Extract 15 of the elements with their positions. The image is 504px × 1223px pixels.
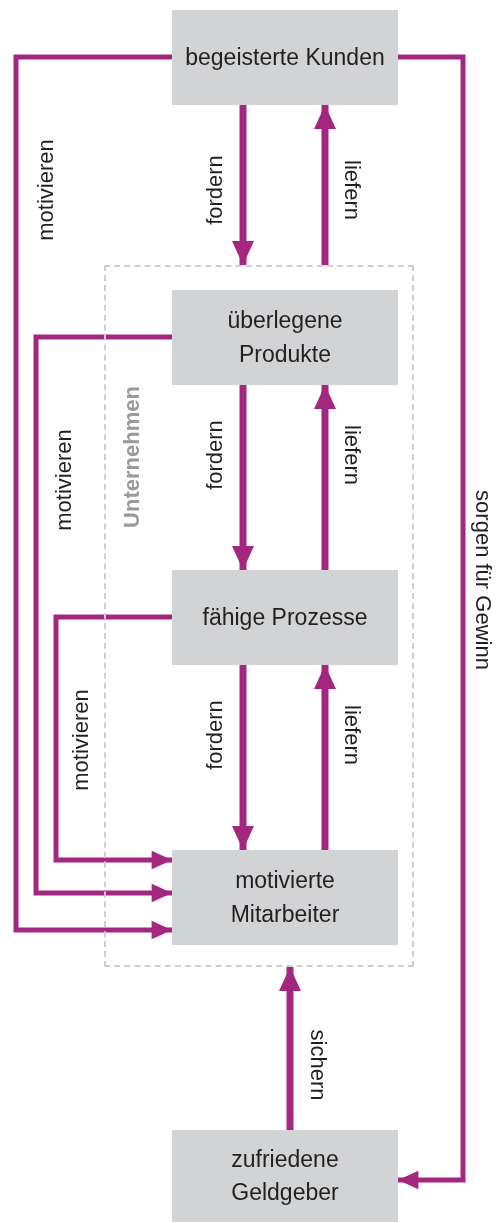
arrow bbox=[53, 614, 172, 870]
company-frame bbox=[104, 265, 414, 967]
arrow bbox=[398, 54, 466, 1190]
process-box: zufriedene Geldgeber bbox=[172, 1130, 398, 1222]
arrow bbox=[232, 665, 254, 850]
arrow bbox=[314, 665, 336, 850]
arrow bbox=[33, 334, 172, 903]
process-box: fähige Prozesse bbox=[172, 570, 398, 665]
process-box: motivierte Mitarbeiter bbox=[172, 850, 398, 945]
arrow bbox=[232, 385, 254, 570]
process-box: begeisterte Kunden bbox=[172, 10, 398, 105]
arrow bbox=[314, 385, 336, 570]
process-box: überlegene Produkte bbox=[172, 290, 398, 385]
group-title: Unternehmen bbox=[118, 386, 145, 528]
arrow bbox=[13, 54, 172, 940]
